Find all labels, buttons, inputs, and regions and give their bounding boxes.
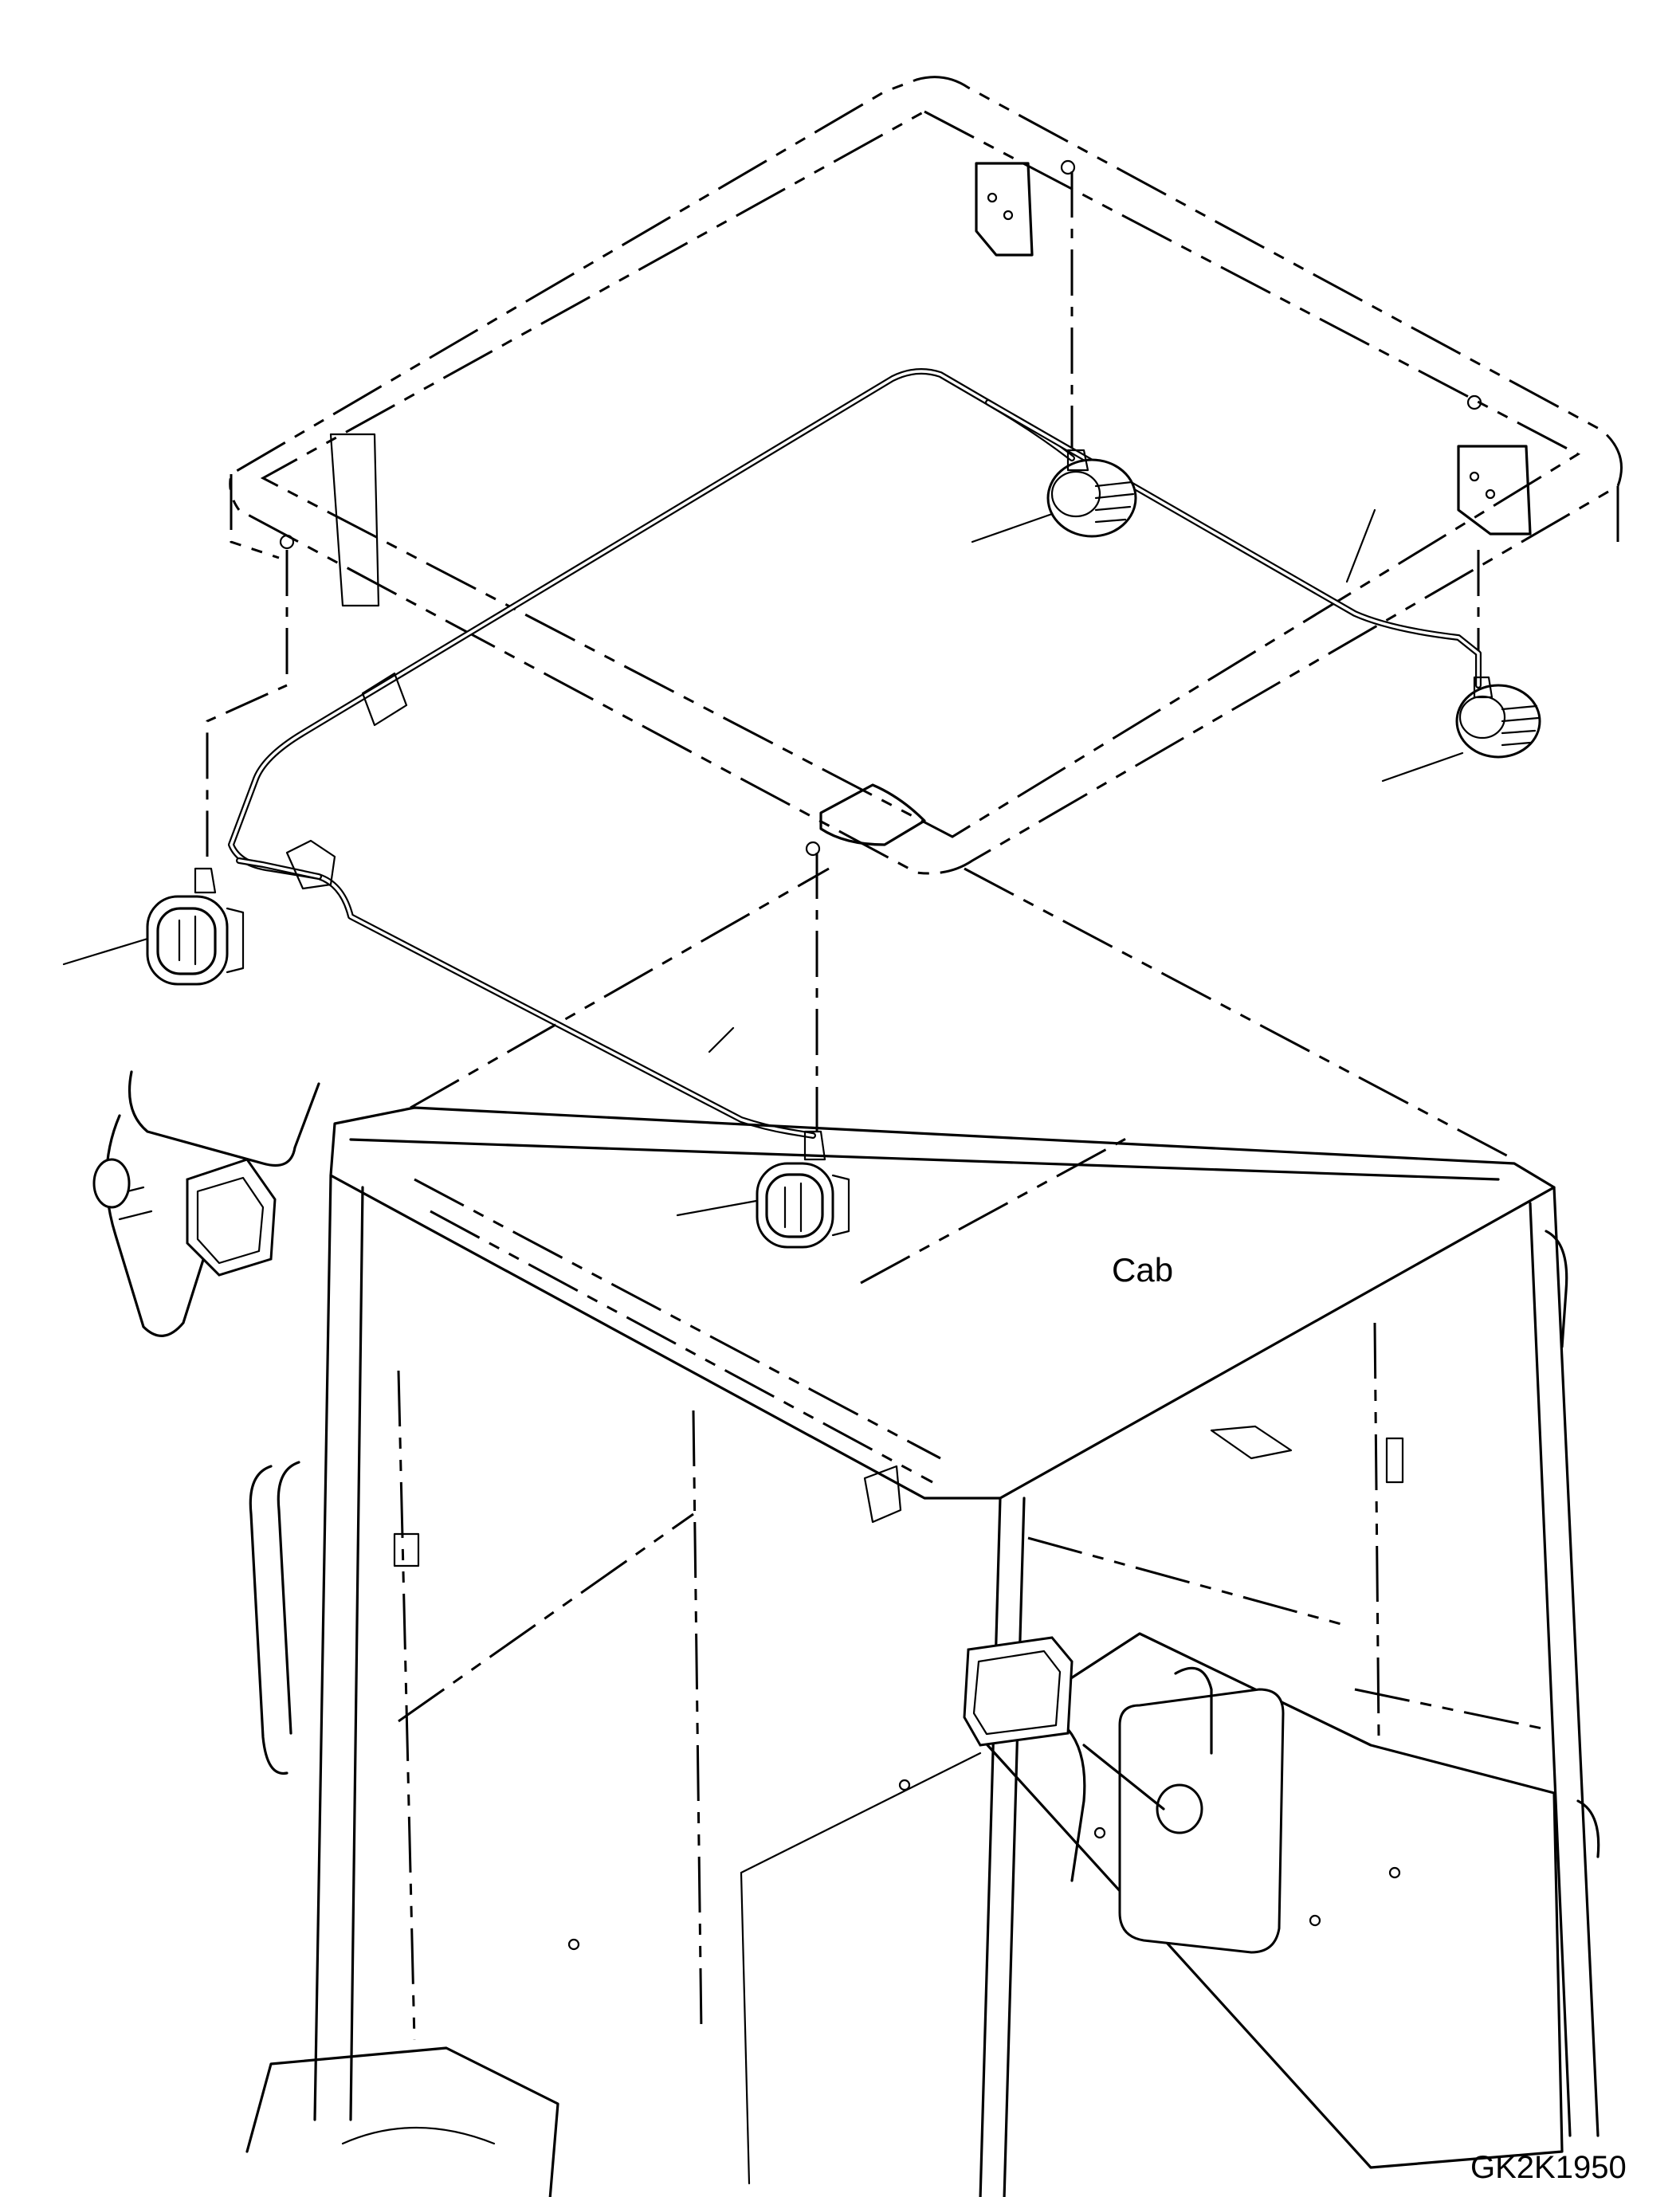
work-lamp-rear-right bbox=[1046, 449, 1137, 538]
leader-lines bbox=[62, 508, 1464, 1217]
head-lamp-left bbox=[186, 1158, 277, 1277]
head-lamp-right bbox=[963, 1636, 1074, 1747]
drawing-number: GK2K1950 bbox=[1470, 2150, 1627, 2185]
mounting-center-lines bbox=[206, 171, 1480, 1132]
work-lamp-front bbox=[756, 1130, 850, 1249]
wire-harness bbox=[228, 368, 1482, 1139]
work-lamp-right bbox=[1455, 676, 1541, 759]
cab-label: Cab bbox=[1112, 1251, 1174, 1289]
cab-frame bbox=[245, 867, 1600, 2197]
side-mirror-right bbox=[1082, 1666, 1285, 1954]
roof-frame bbox=[229, 76, 1623, 875]
side-mirror-left bbox=[92, 1070, 320, 1337]
work-lamp-left bbox=[146, 867, 245, 986]
